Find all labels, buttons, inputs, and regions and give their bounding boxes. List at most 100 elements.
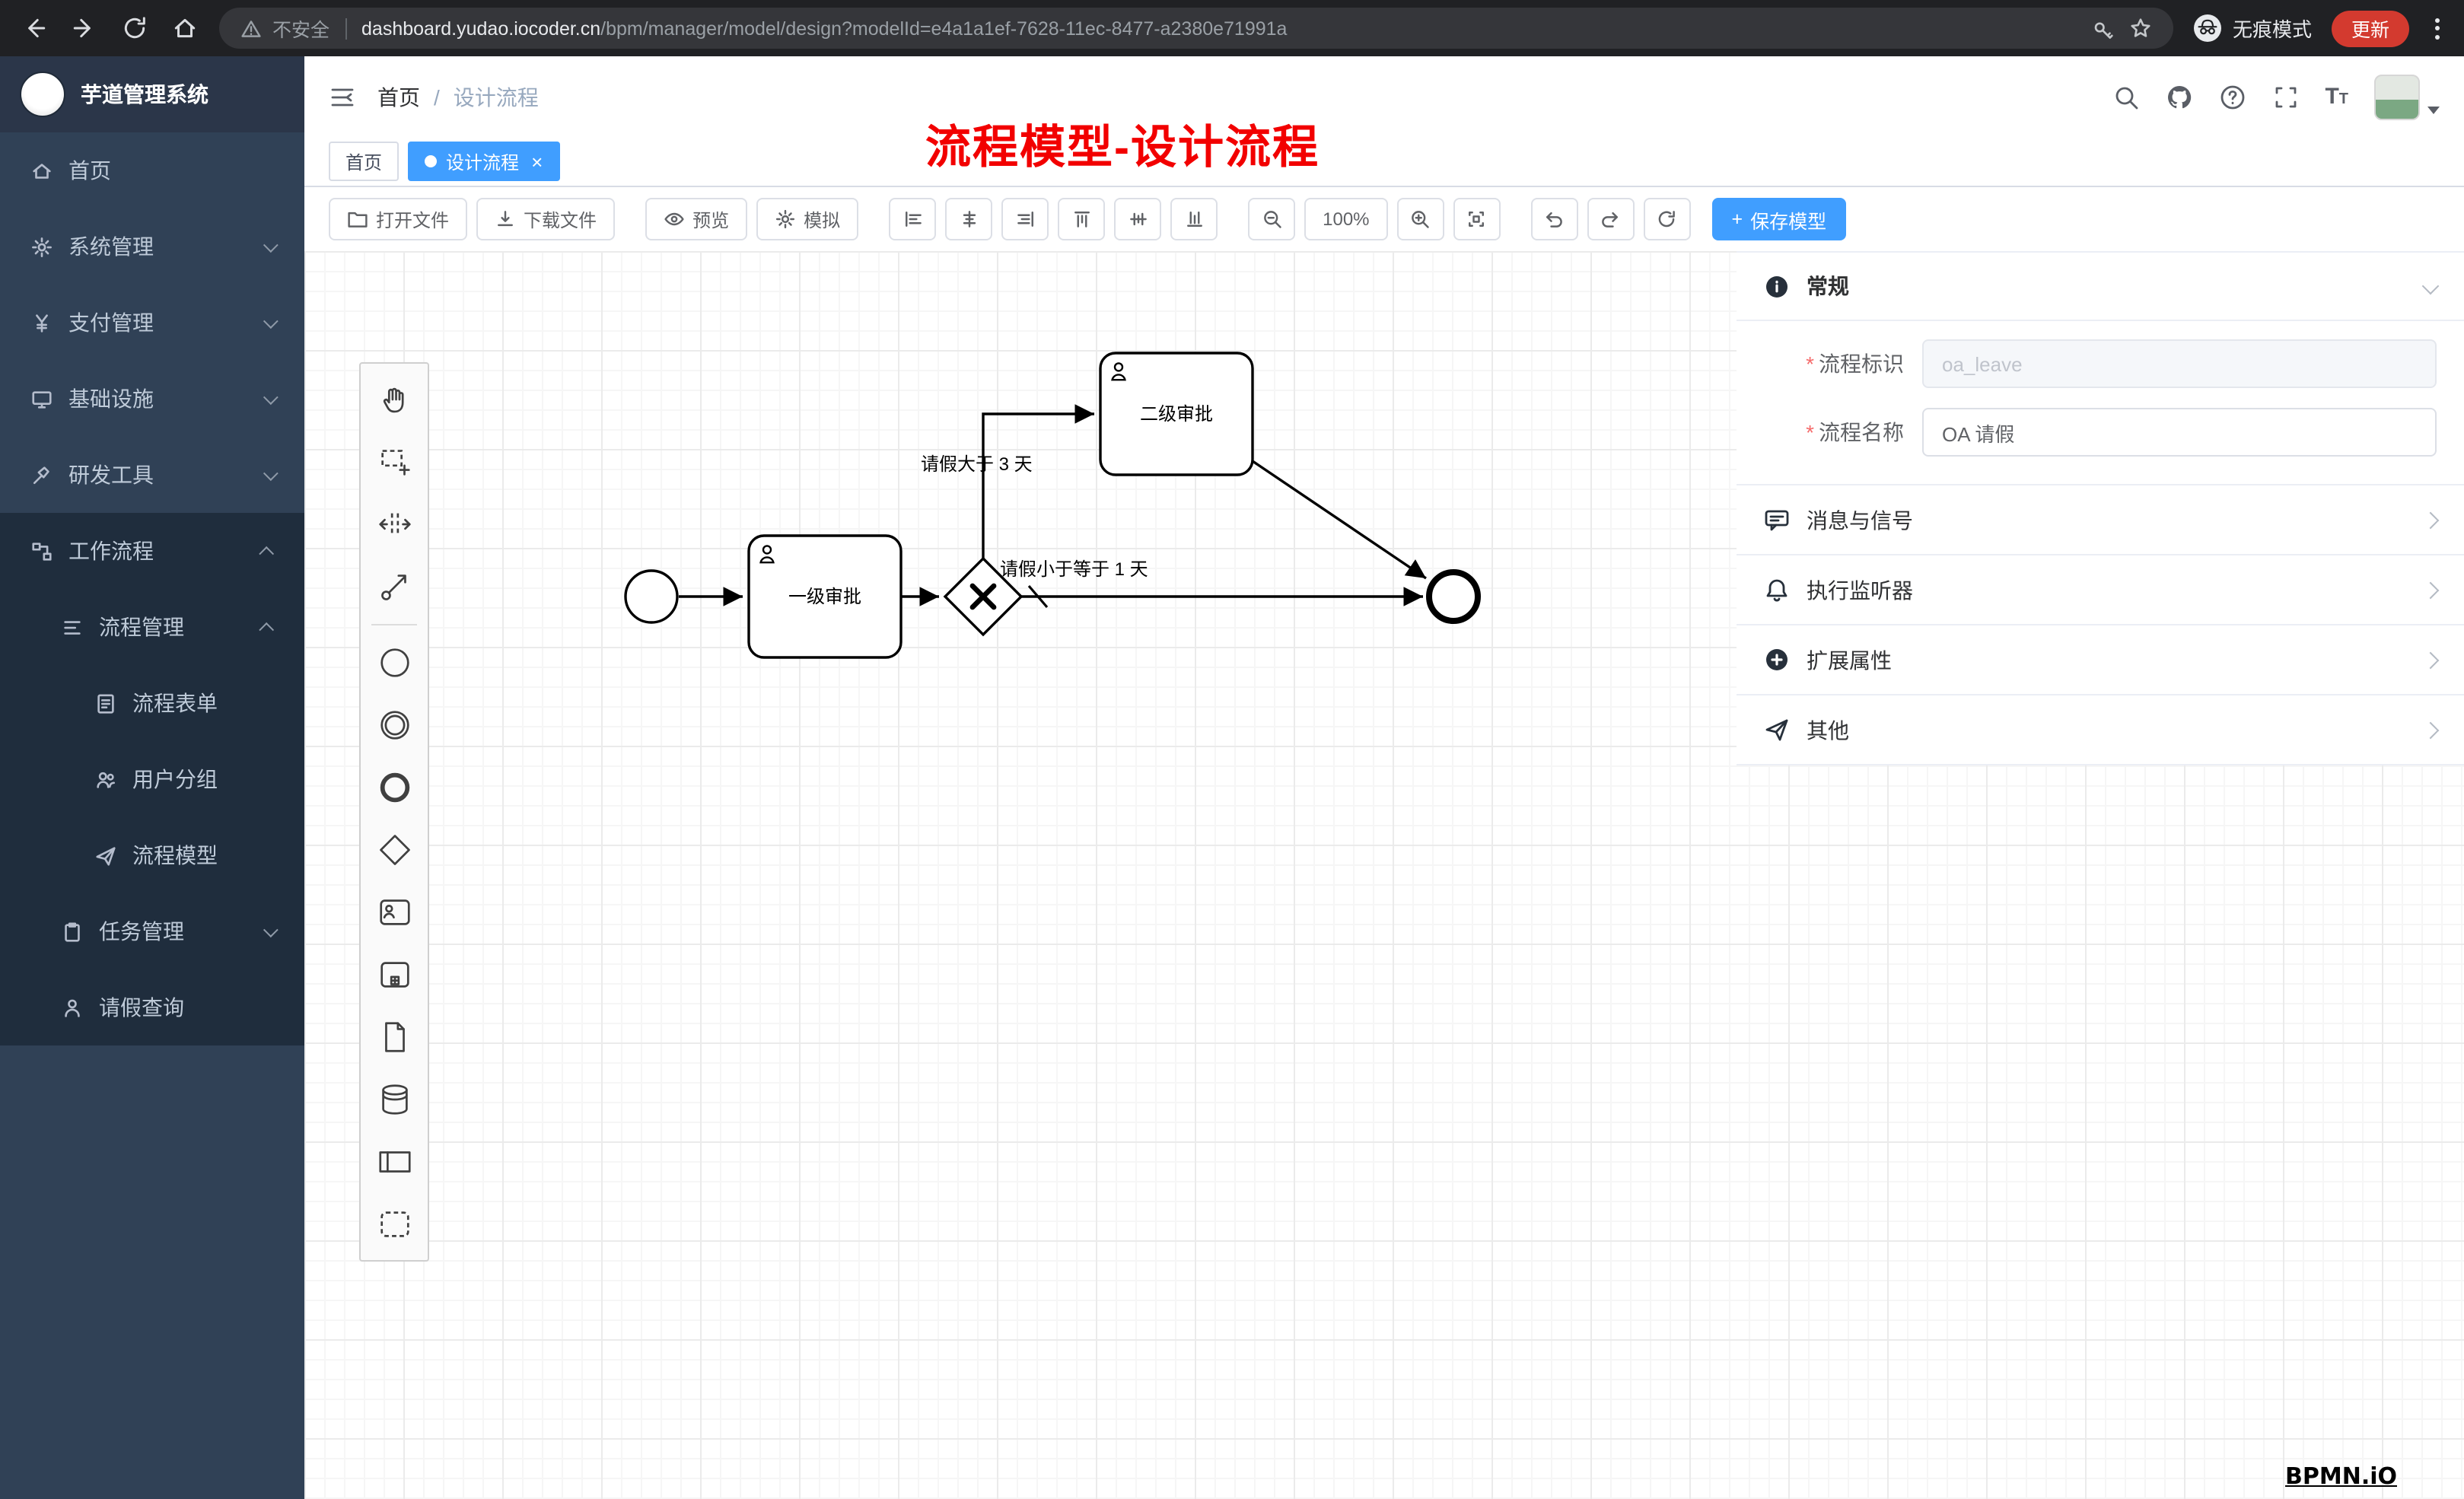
align-top-icon: [1074, 212, 1090, 228]
create-intermediate-event[interactable]: [364, 694, 425, 756]
app-frame: 芋道管理系统 首页 系统管理 支付管理 基础设施: [0, 56, 2464, 1499]
bpmn-canvas-area[interactable]: 一级审批 二级审批 请假: [304, 251, 2464, 1499]
tab-design-process[interactable]: 设计流程 ×: [408, 142, 560, 181]
send-icon: [1765, 719, 1788, 741]
create-participant[interactable]: [364, 1131, 425, 1193]
sidebar-item-workflow[interactable]: 工作流程: [0, 513, 304, 589]
create-start-event[interactable]: [364, 632, 425, 694]
fullscreen-button[interactable]: [2271, 83, 2299, 110]
question-icon: [2220, 84, 2244, 109]
tab-home[interactable]: 首页: [329, 142, 400, 181]
start-event[interactable]: [624, 569, 679, 624]
create-end-event[interactable]: [364, 756, 425, 819]
end-event[interactable]: [1426, 569, 1481, 624]
sidebar-item-devtools[interactable]: 研发工具: [0, 437, 304, 513]
home-button[interactable]: [169, 13, 199, 43]
sidebar-item-system[interactable]: 系统管理: [0, 208, 304, 285]
zoom-reset-button[interactable]: [1453, 198, 1501, 240]
zoom-in-button[interactable]: [1396, 198, 1444, 240]
panel-section-listeners[interactable]: 执行监听器: [1737, 555, 2464, 625]
help-button[interactable]: [2218, 83, 2246, 110]
sidebar-item-user-group[interactable]: 用户分组: [0, 741, 304, 817]
hand-tool[interactable]: [364, 368, 425, 431]
gateway-icon: [379, 835, 409, 865]
reload-button[interactable]: [119, 13, 149, 43]
panel-section-messages[interactable]: 消息与信号: [1737, 485, 2464, 555]
global-connect-tool[interactable]: [364, 555, 425, 618]
panel-section-extensions[interactable]: 扩展属性: [1737, 625, 2464, 695]
browser-update-button[interactable]: 更新: [2331, 10, 2409, 46]
fit-viewport-icon: [1469, 212, 1485, 227]
incognito-label: 无痕模式: [2232, 18, 2312, 41]
open-file-button[interactable]: 打开文件: [329, 198, 468, 240]
user-menu[interactable]: [2374, 74, 2440, 119]
align-center-h-button[interactable]: [945, 198, 993, 240]
align-top-button[interactable]: [1058, 198, 1106, 240]
panel-section-other[interactable]: 其他: [1737, 695, 2464, 765]
hand-icon: [382, 387, 403, 413]
chevron-right-icon: [2421, 651, 2440, 669]
sidebar-item-payment[interactable]: 支付管理: [0, 285, 304, 361]
simulate-button[interactable]: 模拟: [756, 198, 859, 240]
download-file-button[interactable]: 下载文件: [476, 198, 616, 240]
browser-menu-button[interactable]: [2429, 11, 2446, 45]
refresh-button[interactable]: [1643, 198, 1691, 240]
tab-close-button[interactable]: ×: [531, 150, 543, 173]
sidebar-item-home[interactable]: 首页: [0, 132, 304, 208]
exclusive-gateway[interactable]: [943, 556, 1023, 637]
process-name-input[interactable]: [1922, 408, 2437, 457]
align-bottom-button[interactable]: [1170, 198, 1218, 240]
create-data-store[interactable]: [364, 1068, 425, 1131]
create-data-object[interactable]: [364, 1006, 425, 1068]
url-divider: [345, 18, 347, 39]
avatar: [2374, 74, 2420, 119]
undo-button[interactable]: [1530, 198, 1578, 240]
user-task-level2[interactable]: 二级审批: [1099, 352, 1254, 476]
space-tool[interactable]: [364, 493, 425, 555]
pool-icon: [378, 1151, 410, 1173]
save-model-button[interactable]: + 保存模型: [1711, 198, 1847, 240]
incognito-badge: 无痕模式: [2193, 14, 2312, 43]
user-task-level1[interactable]: 一级审批: [747, 534, 903, 659]
sidebar-item-process-mgmt[interactable]: 流程管理: [0, 589, 304, 665]
align-middle-button[interactable]: [1114, 198, 1162, 240]
plus-icon: +: [1731, 208, 1743, 230]
create-call-activity[interactable]: [364, 944, 425, 1006]
password-key-icon[interactable]: [2091, 17, 2114, 40]
create-group[interactable]: [364, 1193, 425, 1256]
panel-section-general[interactable]: 常规: [1737, 251, 2464, 321]
message-icon: [1765, 510, 1789, 531]
sidebar-item-process-form[interactable]: 流程表单: [0, 665, 304, 741]
chevron-down-icon: [2427, 106, 2440, 113]
redo-button[interactable]: [1587, 198, 1635, 240]
sidebar-collapse-button[interactable]: [329, 83, 356, 110]
create-exclusive-gateway[interactable]: [364, 819, 425, 881]
sidebar-item-process-model[interactable]: 流程模型: [0, 817, 304, 893]
github-button[interactable]: [2165, 83, 2192, 110]
back-button[interactable]: [18, 13, 49, 43]
app-logo[interactable]: 芋道管理系统: [0, 56, 304, 132]
flow-task2-to-end[interactable]: [1252, 460, 1427, 580]
zoom-out-button[interactable]: [1248, 198, 1296, 240]
font-size-button[interactable]: TT: [2325, 84, 2348, 110]
bpmn-io-watermark[interactable]: BPMN.iO: [2285, 1462, 2397, 1490]
database-icon: [381, 1084, 407, 1115]
bpmn-diagram[interactable]: 一级审批 二级审批 请假: [304, 251, 2464, 1499]
preview-button[interactable]: 预览: [645, 198, 748, 240]
sidebar-item-leave-query[interactable]: 请假查询: [0, 969, 304, 1045]
redo-icon: [1602, 212, 1619, 228]
forward-button[interactable]: [68, 13, 99, 43]
lasso-tool[interactable]: [364, 431, 425, 493]
flow-gateway-to-task2[interactable]: [982, 404, 1094, 559]
search-button[interactable]: [2112, 83, 2139, 110]
sidebar-item-task-mgmt[interactable]: 任务管理: [0, 893, 304, 969]
task1-label: 一级审批: [788, 587, 861, 607]
align-right-button[interactable]: [1001, 198, 1049, 240]
sidebar-item-infra[interactable]: 基础设施: [0, 361, 304, 437]
create-user-task[interactable]: [364, 881, 425, 944]
bookmark-star-icon[interactable]: [2129, 17, 2152, 40]
address-bar[interactable]: 不安全 dashboard.yudao.iocoder.cn/bpm/manag…: [219, 8, 2173, 49]
breadcrumb-home[interactable]: 首页: [377, 84, 420, 109]
align-left-button[interactable]: [889, 198, 937, 240]
